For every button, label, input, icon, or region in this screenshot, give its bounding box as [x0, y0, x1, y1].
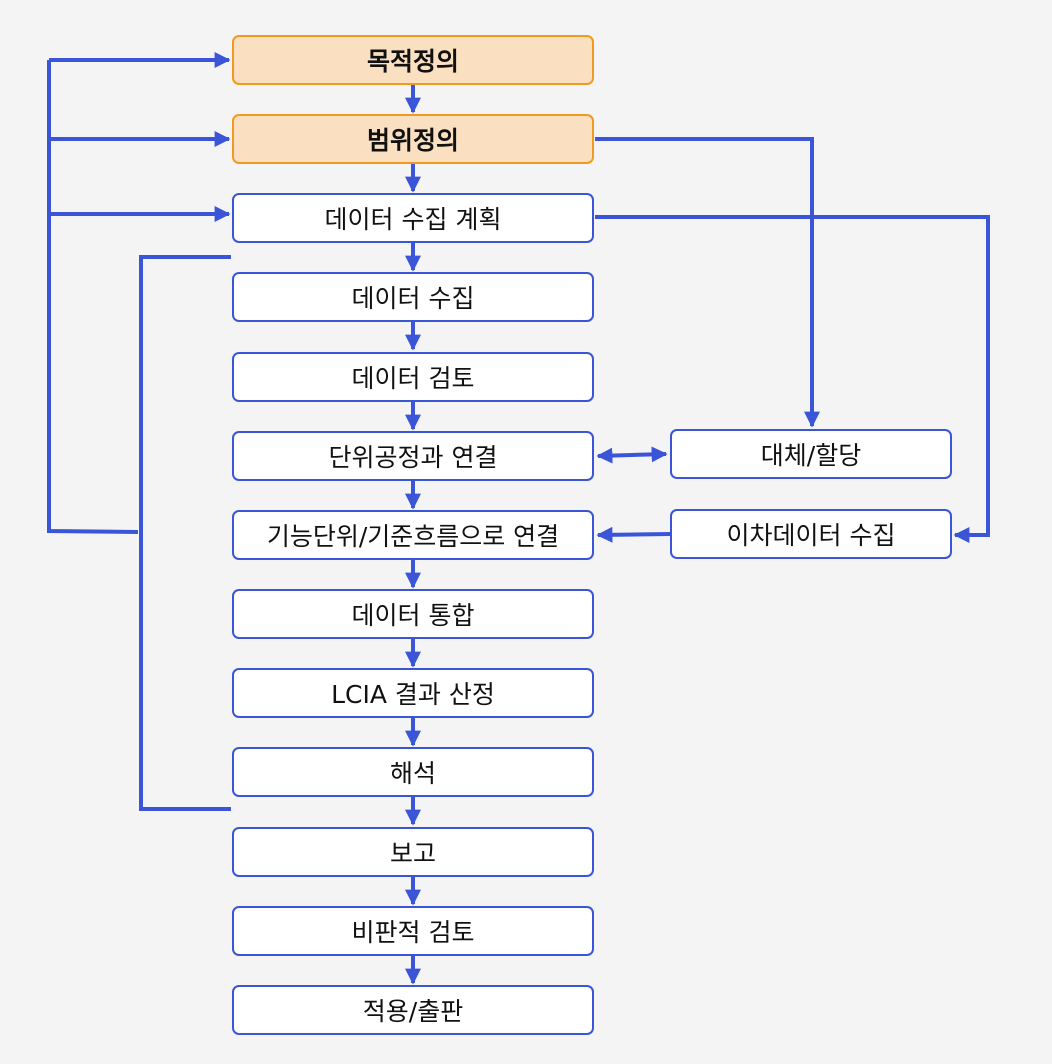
step-substitution-allocation: 대체/할당: [670, 429, 952, 479]
step-secondary-data-collection: 이차데이터 수집: [670, 509, 952, 559]
arrow-unit-allocation: [596, 446, 668, 464]
iteration-bracket: [139, 255, 231, 811]
step-application-publication: 적용/출판: [232, 985, 594, 1035]
feedback-loop-left: [47, 60, 139, 534]
arrow-scope-to-allocation: [595, 137, 820, 428]
step-data-review: 데이터 검토: [232, 352, 594, 402]
arrow-secondary-to-functional: [596, 526, 671, 543]
step-unit-process-link: 단위공정과 연결: [232, 431, 594, 481]
arrow-plan-to-secondary: [595, 215, 990, 543]
step-lcia-calculation: LCIA 결과 산정: [232, 668, 594, 718]
step-data-integration: 데이터 통합: [232, 589, 594, 639]
step-purpose-definition: 목적정의: [232, 35, 594, 85]
step-scope-definition: 범위정의: [232, 114, 594, 164]
step-data-collection: 데이터 수집: [232, 272, 594, 322]
step-interpretation: 해석: [232, 747, 594, 797]
step-reporting: 보고: [232, 827, 594, 877]
step-data-collection-plan: 데이터 수집 계획: [232, 193, 594, 243]
step-functional-unit-link: 기능단위/기준흐름으로 연결: [232, 510, 594, 560]
step-critical-review: 비판적 검토: [232, 906, 594, 956]
